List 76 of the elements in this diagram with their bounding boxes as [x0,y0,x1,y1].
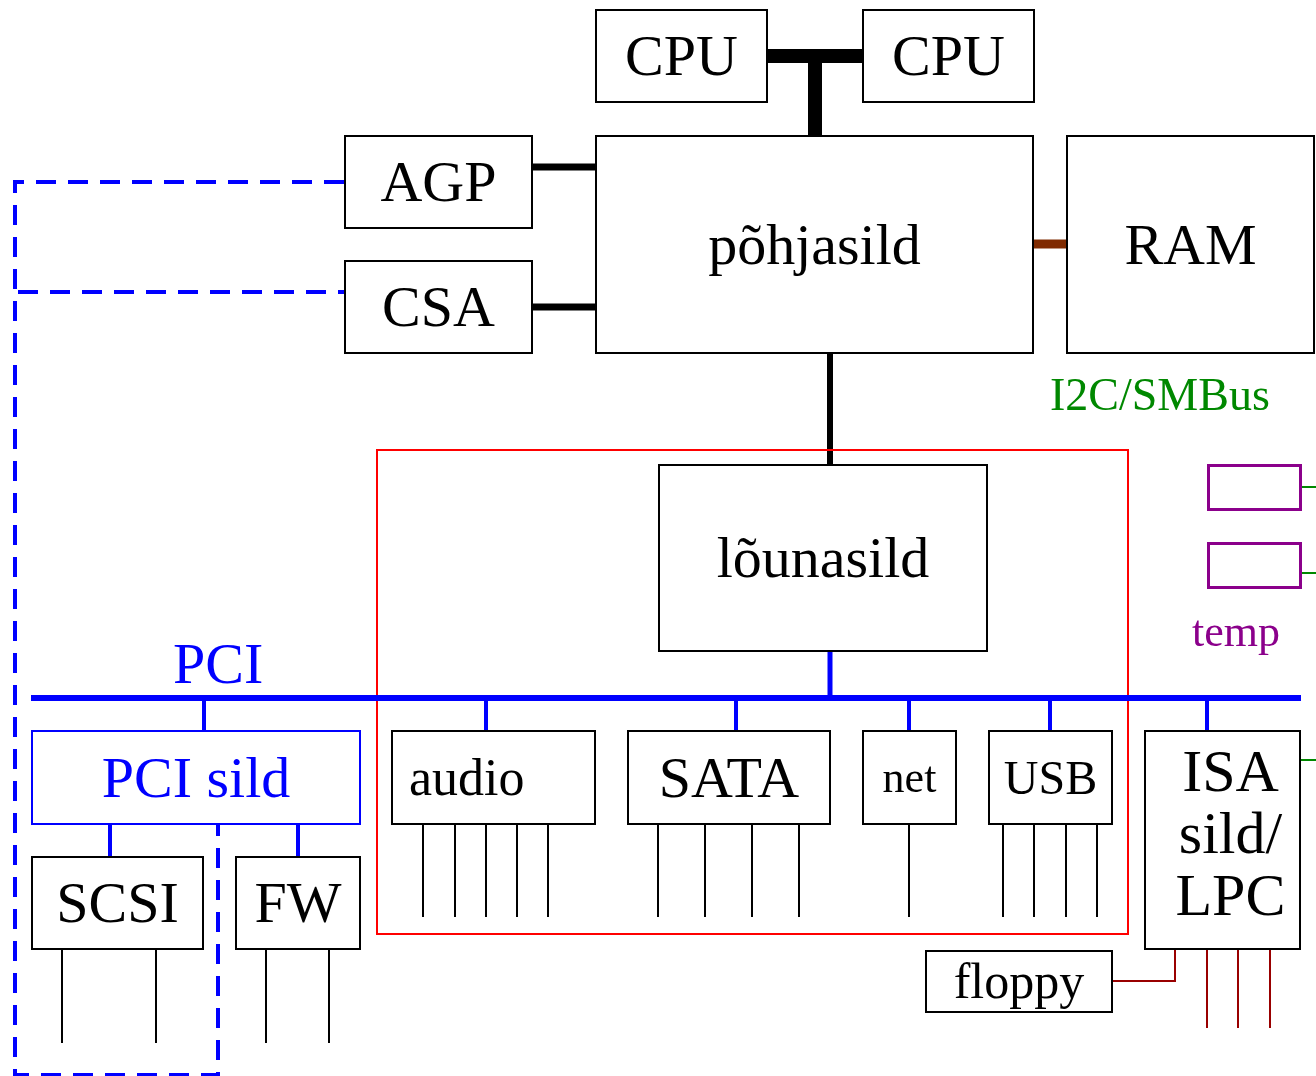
port-line [265,949,267,1044]
component-label: CPU [625,27,738,85]
component-label: CSA [382,278,495,336]
component-label: SATA [658,748,800,807]
bus-connector [533,303,595,311]
component-label: AGP [380,153,497,211]
component-label: CPU [892,27,1005,85]
component-box [988,730,1113,825]
bus-connector [1034,239,1066,249]
bridge-box [31,730,361,825]
port-line [1269,949,1271,1029]
bus-name-label: I2C/SMBus [1050,372,1270,418]
component-box [31,856,204,950]
port-line [1300,759,1316,761]
bus-connector [907,701,911,730]
component-label: lõunasild [716,529,930,587]
memory-box [1066,135,1315,354]
bus-connector [533,163,595,171]
port-line [1206,949,1208,1029]
bus-connector [202,701,206,730]
component-label: RAM [1124,215,1257,274]
chip-box [595,135,1034,354]
bridge-box [1144,730,1301,950]
port-line [61,949,63,1044]
sensor-label: temp [1192,610,1280,654]
port-line [547,824,549,918]
group-frame [376,449,1129,935]
bus-connector [296,825,300,856]
port-line [1065,824,1067,918]
port-line [1033,824,1035,918]
port-line [328,949,330,1044]
cpu-box [595,9,768,103]
component-box [344,135,533,229]
port-line [1301,486,1316,488]
port-line [657,824,659,918]
component-label: floppy [953,952,1085,1011]
port-line [751,824,753,918]
port-line [798,824,800,918]
port-line [1301,572,1316,574]
bus-connector [827,652,833,695]
cpu-box [862,9,1035,103]
component-label: net [882,751,937,804]
port-line [1237,949,1239,1029]
bus-connector [1112,949,1176,982]
port-line [155,949,157,1044]
port-line [1096,824,1098,918]
component-label: FW [254,874,342,932]
component-box [235,856,361,950]
bus-label: PCI [173,635,264,693]
component-box [344,260,533,354]
port-line [454,824,456,918]
bus-connector [108,825,112,856]
component-label: põhjasild [708,215,921,274]
bus-connector [484,701,488,730]
bus-connector [1048,701,1052,730]
port-line [485,824,487,918]
sensor-box [1207,464,1302,511]
component-label: ISA sild/ LPC [1174,740,1287,926]
bus-connector [1205,701,1209,730]
component-box [925,950,1113,1013]
component-label: SCSI [56,874,179,932]
component-box [627,730,831,825]
chip-box [658,464,988,652]
sensor-box [1207,542,1302,589]
bus-connector [734,701,738,730]
component-box [391,730,596,825]
port-line [908,824,910,918]
bus-connector [827,354,833,464]
component-label: USB [1003,749,1098,806]
port-line [516,824,518,918]
port-line [1002,824,1004,918]
component-box [862,730,957,825]
port-line [422,824,424,918]
port-line [704,824,706,918]
component-label: audio [409,747,525,808]
component-label: PCI sild [101,744,291,812]
